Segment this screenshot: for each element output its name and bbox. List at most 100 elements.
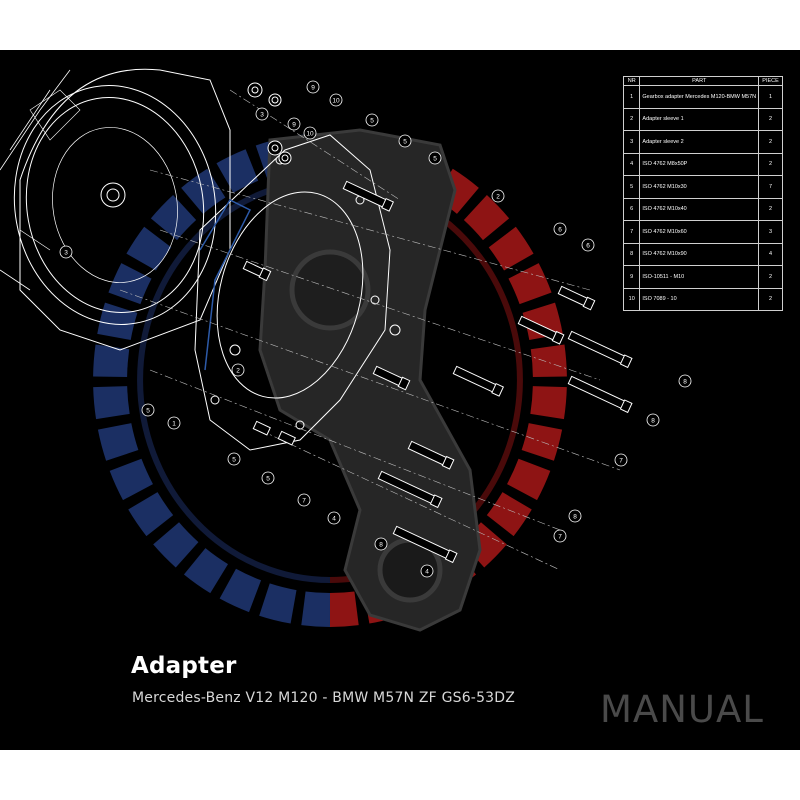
callout-number: 2 <box>236 367 240 374</box>
callout-9: 9 <box>306 80 320 94</box>
cell-part: ISO-10511 - M10 <box>639 265 760 289</box>
callout-number: 8 <box>379 541 383 548</box>
callout-7: 7 <box>614 453 628 467</box>
callout-10: 10 <box>303 126 317 140</box>
assembly-axis-lines <box>119 89 621 571</box>
callout-8: 8 <box>646 413 660 427</box>
callout-10: 10 <box>329 93 343 107</box>
callout-number: 3 <box>260 111 264 118</box>
callout-7: 7 <box>553 529 567 543</box>
callout-number: 4 <box>425 568 429 575</box>
callout-number: 7 <box>558 533 562 540</box>
callout-3: 3 <box>255 107 269 121</box>
cell-piece: 2 <box>758 107 783 131</box>
engine-bellhousing-drawing <box>0 68 231 351</box>
cell-part: ISO 4762 M10x90 <box>639 242 760 266</box>
callout-number: 4 <box>332 515 336 522</box>
callout-number: 10 <box>306 130 314 137</box>
cell-piece: 2 <box>758 197 783 221</box>
cell-part: Adapter sleeve 2 <box>639 130 760 154</box>
cell-piece: 1 <box>758 85 783 109</box>
callout-number: 6 <box>558 226 562 233</box>
callout-number: 5 <box>146 407 150 414</box>
cell-part: Adapter sleeve 1 <box>639 107 760 131</box>
cell-nr: 5 <box>622 175 641 199</box>
cell-nr: 1 <box>622 85 641 109</box>
adapter-plate-drawing <box>194 134 401 451</box>
callout-5: 5 <box>428 151 442 165</box>
callout-4: 4 <box>420 564 434 578</box>
callout-number: 8 <box>683 378 687 385</box>
cell-piece: 2 <box>758 152 783 176</box>
callout-7: 7 <box>297 493 311 507</box>
cell-nr: 4 <box>622 152 641 176</box>
manual-label: MANUAL <box>600 688 764 731</box>
callout-9: 9 <box>287 117 301 131</box>
callout-number: 3 <box>64 249 68 256</box>
callout-1: 1 <box>167 416 181 430</box>
cell-piece: 7 <box>758 175 783 199</box>
callout-5: 5 <box>141 403 155 417</box>
cell-nr: 8 <box>622 242 641 266</box>
column-header-piece: PIECE <box>758 76 783 86</box>
cell-part: Gearbox adapter Mercedes M120-BMW M57N <box>639 85 760 109</box>
callout-6: 6 <box>553 222 567 236</box>
cell-nr: 9 <box>622 265 641 289</box>
callout-5: 5 <box>398 134 412 148</box>
callout-6: 6 <box>581 238 595 252</box>
cell-part: ISO 4762 M10x40 <box>639 197 760 221</box>
callout-number: 6 <box>586 242 590 249</box>
callout-5: 5 <box>261 471 275 485</box>
cell-piece: 2 <box>758 265 783 289</box>
callout-number: 2 <box>496 193 500 200</box>
cell-piece: 3 <box>758 220 783 244</box>
callout-2: 2 <box>231 363 245 377</box>
callout-4: 4 <box>327 511 341 525</box>
cell-part: ISO 7089 - 10 <box>639 287 760 311</box>
cell-piece: 2 <box>758 287 783 311</box>
callout-number: 8 <box>573 513 577 520</box>
cell-nr: 10 <box>622 287 641 311</box>
callout-number: 7 <box>619 457 623 464</box>
cell-nr: 7 <box>622 220 641 244</box>
cell-part: ISO 4762 M10x60 <box>639 220 760 244</box>
callout-number: 5 <box>403 138 407 145</box>
column-header-nr: NR <box>622 76 641 86</box>
callout-number: 5 <box>370 117 374 124</box>
cell-piece: 2 <box>758 130 783 154</box>
page-title: Adapter <box>131 653 237 679</box>
callout-number: 8 <box>651 417 655 424</box>
callout-5: 5 <box>227 452 241 466</box>
callout-number: 5 <box>266 475 270 482</box>
callout-number: 9 <box>311 84 315 91</box>
cell-nr: 2 <box>622 107 641 131</box>
bolt-set-drawing <box>242 82 633 564</box>
callout-number: 5 <box>232 456 236 463</box>
callout-number: 10 <box>332 97 340 104</box>
callout-8: 8 <box>678 374 692 388</box>
cell-part: ISO 4762 M8x50P <box>639 152 760 176</box>
callout-number: 9 <box>292 121 296 128</box>
callout-number: 5 <box>433 155 437 162</box>
callout-number: 7 <box>302 497 306 504</box>
callout-5: 5 <box>365 113 379 127</box>
callout-2: 2 <box>491 189 505 203</box>
callout-8: 8 <box>374 537 388 551</box>
gear-piston-logo-icon <box>93 128 567 632</box>
page-subtitle: Mercedes-Benz V12 M120 - BMW M57N ZF GS6… <box>132 690 516 706</box>
column-header-part: PART <box>639 76 760 86</box>
cell-part: ISO 4762 M10x30 <box>639 175 760 199</box>
cell-nr: 6 <box>622 197 641 221</box>
